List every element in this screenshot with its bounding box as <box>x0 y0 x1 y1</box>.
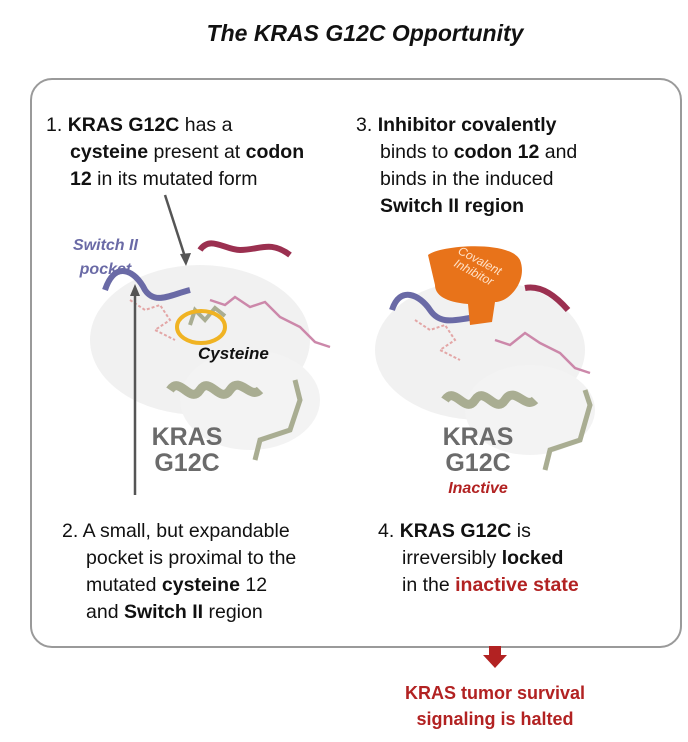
p-loop <box>524 284 571 312</box>
protein-surface <box>465 365 595 455</box>
cysteine-label: Cysteine <box>198 344 269 363</box>
step-4-text: 4. KRAS G12C is irreversibly locked in t… <box>378 520 579 596</box>
kras-structure-right <box>375 246 595 471</box>
switch-ii-loop <box>102 268 191 301</box>
ligand-sticks <box>209 295 331 349</box>
page-title: The KRAS G12C Opportunity <box>206 20 524 46</box>
water-bonds <box>414 319 461 361</box>
helix <box>441 390 539 409</box>
loop-strand <box>542 389 593 471</box>
covalent-inhibitor-shape <box>428 246 522 325</box>
arrowhead <box>130 284 140 296</box>
water-bonds <box>129 299 176 341</box>
ligand-sticks <box>494 331 591 375</box>
arrow-to-cysteine <box>163 194 188 261</box>
step-2-text: 2. A small, but expandable pocket is pro… <box>62 520 297 623</box>
loop-strand <box>252 379 303 461</box>
protein-surface <box>180 350 320 450</box>
p-loop <box>197 240 292 258</box>
switch-ii-loop <box>389 291 471 324</box>
kras-structure-left <box>90 194 331 495</box>
step-3-text: 3. Inhibitor covalently binds to codon 1… <box>356 114 578 217</box>
inactive-label: Inactive <box>448 480 508 497</box>
step-1-text: 1. KRAS G12C has a cysteine present at c… <box>46 114 305 190</box>
down-arrow-icon <box>483 646 507 668</box>
arrowhead <box>180 253 191 266</box>
cysteine-ring <box>175 309 227 345</box>
cysteine-sidechain <box>188 305 227 326</box>
helix <box>166 380 264 399</box>
